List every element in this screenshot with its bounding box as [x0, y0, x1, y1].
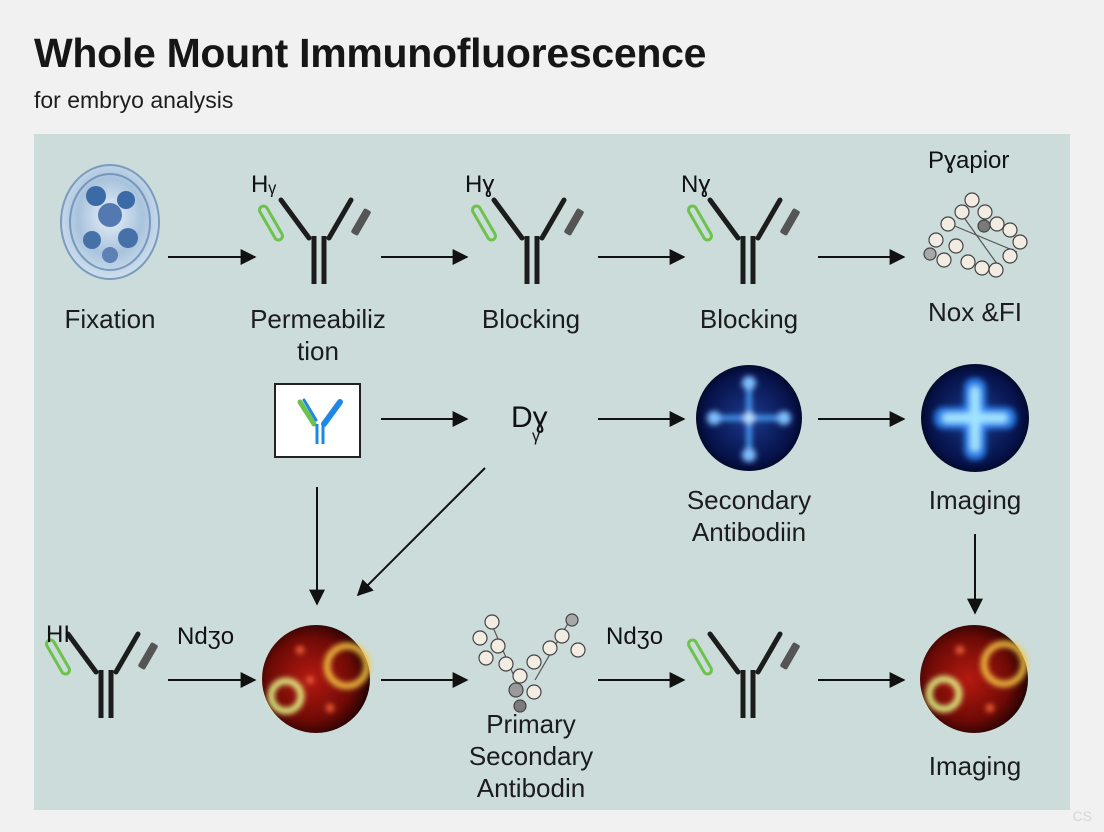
blue-fluorescence-image — [696, 365, 802, 471]
page-title: Whole Mount Immunofluorescence — [34, 30, 707, 76]
watermark: CS — [1072, 808, 1092, 824]
antibody-tag-4: HI — [46, 621, 70, 648]
blue-imaging-image — [921, 364, 1029, 472]
antibody-icon — [258, 200, 371, 284]
dy-subscript: γ — [532, 428, 540, 445]
step-label-imaging-2: Imaging — [928, 751, 1022, 781]
arrow-dy-diagonal — [356, 467, 486, 597]
step-label-blocking-2: Blocking — [699, 304, 799, 334]
step-label-imaging-1: Imaging — [928, 485, 1022, 515]
antibody-icon — [687, 200, 800, 284]
embryo-icon — [60, 164, 160, 280]
page-subtitle: for embryo analysis — [34, 87, 234, 113]
cluster-tag: Pɣapior — [928, 147, 1010, 174]
step-label-blocking-1: Blocking — [481, 304, 581, 334]
red-imaging-image — [920, 625, 1028, 733]
molecule-chain-icon — [472, 613, 586, 713]
step-label-permeabilization: Permeabiliz tion — [250, 304, 386, 366]
step-label-primary-secondary: Primary Secondary Antibodin — [468, 709, 594, 803]
antibody-tag-1: Hᵧ — [251, 171, 277, 198]
nd-label-right: Ndʒo — [606, 623, 664, 650]
diagram-panel — [34, 134, 1070, 810]
antibody-tag-2: Hɣ — [465, 171, 495, 198]
antibody-icon — [471, 200, 584, 284]
antibody-tag-3: Nɣ — [681, 171, 711, 198]
molecule-cluster-icon — [923, 192, 1028, 278]
nd-label-left: Ndʒo — [177, 623, 235, 650]
step-label-fixation: Fixation — [64, 304, 156, 334]
antibody-card-icon — [274, 383, 361, 458]
red-fluorescence-image — [262, 625, 370, 733]
step-label-secondary: Secondary Antibodiin — [686, 485, 812, 547]
dy-label: Dɣ — [511, 401, 548, 434]
step-label-nox: Nox &FI — [928, 297, 1022, 327]
antibody-icon — [687, 634, 800, 718]
